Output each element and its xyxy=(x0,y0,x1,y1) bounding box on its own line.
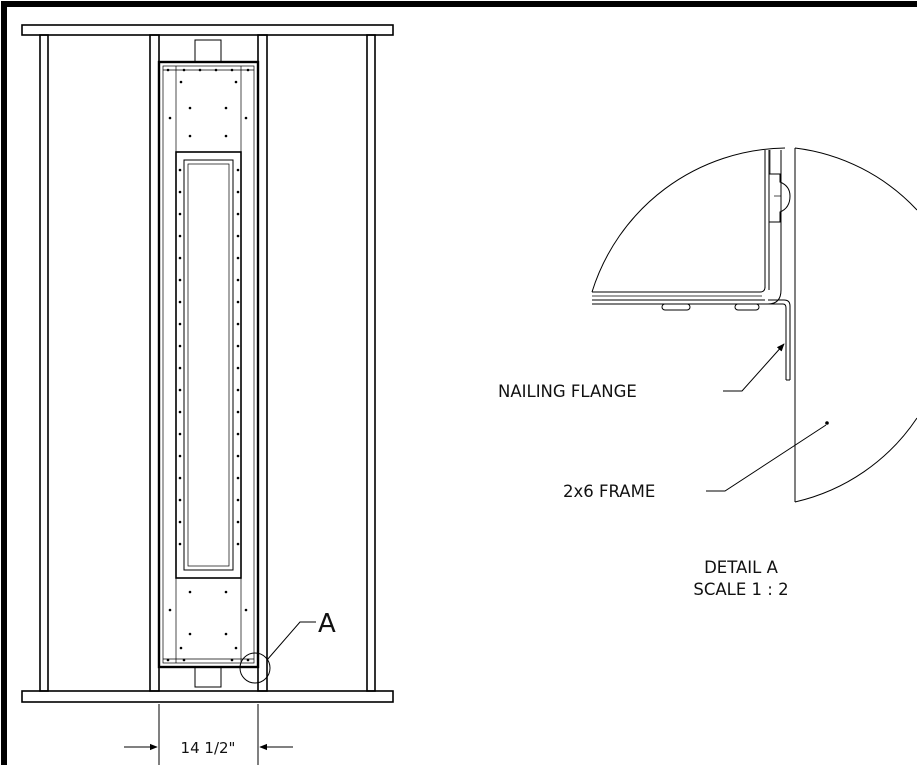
bottom-collar xyxy=(194,666,222,688)
callout-leaders xyxy=(706,343,827,492)
fastener-dot xyxy=(236,476,240,480)
detail-a-view xyxy=(591,147,917,503)
fastener-dot xyxy=(178,168,182,172)
fastener-dot xyxy=(178,344,182,348)
detail-boundary-arc-right xyxy=(794,147,917,211)
detail-a-label: A xyxy=(318,609,336,639)
fastener-dot xyxy=(236,168,240,172)
stud-left-inner xyxy=(149,34,160,692)
fastener-dot xyxy=(178,190,182,194)
fastener-dot xyxy=(236,212,240,216)
grille-side-fasteners xyxy=(178,168,240,546)
grille-opening xyxy=(187,163,230,567)
fastener-dot xyxy=(178,410,182,414)
fastener-dot xyxy=(236,388,240,392)
detail-boundary-arc xyxy=(591,147,786,293)
fastener-dot xyxy=(236,256,240,260)
fastener-dot xyxy=(236,344,240,348)
framing-elevation xyxy=(21,24,394,703)
fastener-dot xyxy=(178,498,182,502)
fastener-dot xyxy=(178,300,182,304)
fastener-dot xyxy=(178,388,182,392)
width-dimension-label: 14 1/2" xyxy=(181,739,236,757)
unit-housing xyxy=(157,39,260,688)
top-collar xyxy=(194,39,222,63)
stud-left-outer xyxy=(39,34,49,692)
fastener-dot xyxy=(178,322,182,326)
fastener-dot xyxy=(178,542,182,546)
grille-inner xyxy=(183,159,234,571)
fastener-dot xyxy=(236,190,240,194)
fastener-dot xyxy=(236,432,240,436)
fastener-dot xyxy=(178,432,182,436)
fastener-dot xyxy=(236,300,240,304)
fastener-dots xyxy=(166,68,250,662)
frame-leader xyxy=(706,424,827,492)
fastener-dot xyxy=(178,476,182,480)
foot-right xyxy=(734,303,760,311)
fastener-dot xyxy=(236,410,240,414)
detail-a-circle xyxy=(239,652,271,684)
stud-right-inner xyxy=(257,34,268,692)
fastener-dot xyxy=(236,542,240,546)
fastener-dot xyxy=(236,278,240,282)
grille-outer xyxy=(175,151,242,579)
nailing-flange-profile xyxy=(768,299,791,380)
fastener-dot xyxy=(178,278,182,282)
fastener-dot xyxy=(236,366,240,370)
fastener-dot xyxy=(178,520,182,524)
side-bracket xyxy=(769,173,791,223)
detail-a-marker xyxy=(239,621,316,684)
fastener-dot xyxy=(236,498,240,502)
foot-left xyxy=(661,303,691,311)
fastener-dot xyxy=(178,234,182,238)
nailing-flange-leader xyxy=(723,343,785,392)
frame-label: 2x6 FRAME xyxy=(563,482,655,501)
nailing-flange-label: NAILING FLANGE xyxy=(498,382,637,401)
fastener-dot xyxy=(178,212,182,216)
detail-scale: SCALE 1 : 2 xyxy=(693,580,788,599)
detail-a-leader xyxy=(266,621,316,661)
housing-body xyxy=(157,60,260,669)
housing-corner xyxy=(759,286,766,293)
fastener-dot xyxy=(236,454,240,458)
grille-frame xyxy=(175,151,242,579)
fastener-dot xyxy=(178,366,182,370)
fastener-dot xyxy=(236,520,240,524)
top-plate xyxy=(21,24,394,36)
bottom-plate xyxy=(21,690,394,703)
fastener-dot xyxy=(236,322,240,326)
stud-right-outer xyxy=(366,34,376,692)
width-dimension xyxy=(124,704,293,765)
fastener-dot xyxy=(236,234,240,238)
fastener-dot xyxy=(178,454,182,458)
fastener-dot xyxy=(178,256,182,260)
detail-title: DETAIL A xyxy=(704,558,779,577)
